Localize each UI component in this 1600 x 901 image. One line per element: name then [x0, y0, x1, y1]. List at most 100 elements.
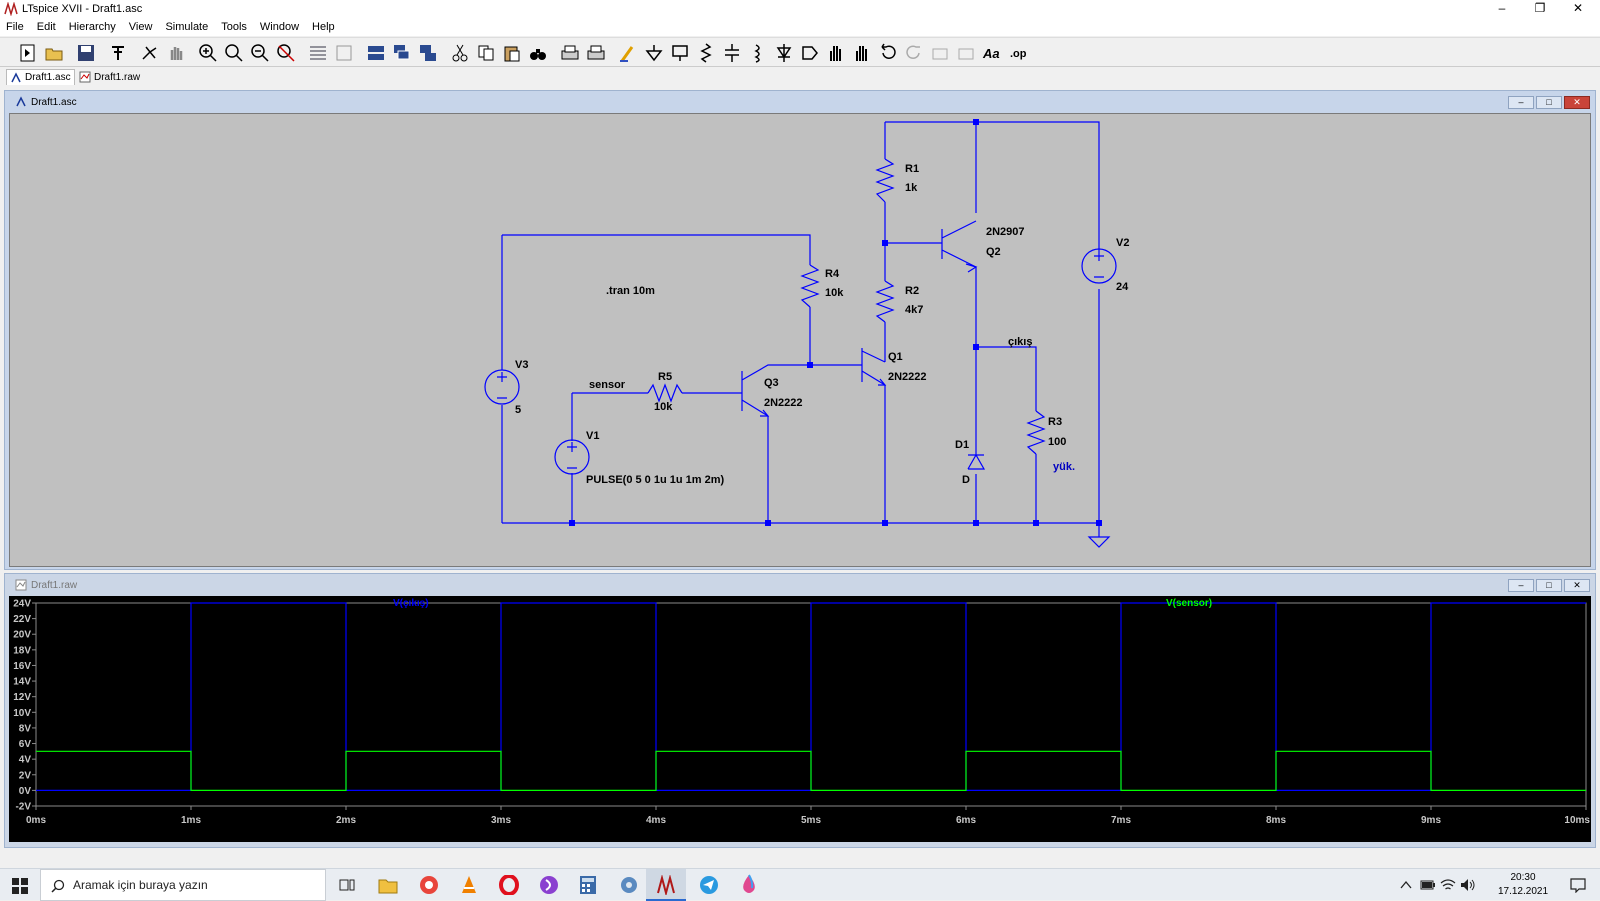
battery-icon[interactable] — [1420, 879, 1436, 891]
window-layout-icon[interactable] — [334, 43, 354, 63]
schematic-minimize-button[interactable]: – — [1508, 96, 1534, 109]
q1-value[interactable]: 2N2222 — [888, 371, 927, 383]
mirror-icon[interactable] — [956, 43, 976, 63]
q3-value[interactable]: 2N2222 — [764, 397, 803, 409]
ltspice-taskbar-button[interactable] — [646, 869, 686, 901]
capacitor-icon[interactable] — [722, 43, 742, 63]
schematic-maximize-button[interactable]: □ — [1536, 96, 1562, 109]
tab-draft1-raw[interactable]: Draft1.raw — [76, 69, 143, 85]
zoom-in-icon[interactable] — [198, 43, 218, 63]
inductor-icon[interactable] — [748, 43, 768, 63]
new-schematic-icon[interactable] — [18, 43, 38, 63]
undo-icon[interactable] — [878, 43, 898, 63]
redo-icon[interactable] — [904, 43, 924, 63]
net-label-sensor[interactable]: sensor — [589, 379, 626, 391]
chevron-up-icon[interactable] — [1400, 880, 1412, 890]
diode-icon[interactable] — [774, 43, 794, 63]
color-picker-icon[interactable] — [739, 874, 759, 896]
drag-icon[interactable] — [852, 43, 872, 63]
ground-icon[interactable] — [644, 43, 664, 63]
component-icon[interactable] — [800, 43, 820, 63]
vlc-icon[interactable] — [459, 875, 479, 895]
print-preview-icon[interactable] — [586, 43, 606, 63]
r5-value[interactable]: 10k — [654, 401, 673, 413]
file-explorer-icon[interactable] — [378, 876, 398, 894]
close-button[interactable]: ✕ — [1572, 1, 1584, 15]
menu-help[interactable]: Help — [312, 21, 335, 33]
waveform-maximize-button[interactable]: □ — [1536, 579, 1562, 592]
notification-icon[interactable] — [1570, 878, 1586, 893]
menu-hierarchy[interactable]: Hierarchy — [68, 21, 116, 33]
task-view-icon[interactable] — [339, 877, 355, 893]
text-icon[interactable]: Aa — [982, 43, 1002, 63]
schematic-canvas[interactable]: R1 1k 2N2907 Q2 V2 24 R4 10k R2 4k7 .tra… — [9, 113, 1591, 567]
d1-name[interactable]: D1 — [955, 439, 969, 451]
menu-edit[interactable]: Edit — [36, 21, 56, 33]
calculator-icon[interactable] — [579, 875, 597, 895]
find-icon[interactable] — [528, 43, 548, 63]
telegram-icon[interactable] — [699, 875, 719, 895]
taskbar-search[interactable]: Aramak için buraya yazın — [40, 869, 326, 901]
r2-value[interactable]: 4k7 — [905, 304, 923, 316]
r2-name[interactable]: R2 — [905, 285, 919, 297]
move-icon[interactable] — [826, 43, 846, 63]
menu-simulate[interactable]: Simulate — [165, 21, 209, 33]
rotate-icon[interactable] — [930, 43, 950, 63]
q2-name[interactable]: Q2 — [986, 246, 1001, 258]
windows-start-icon[interactable] — [12, 878, 28, 894]
app-settings-icon[interactable] — [619, 875, 639, 895]
r3-value[interactable]: 100 — [1048, 436, 1066, 448]
media-app-icon[interactable] — [539, 875, 559, 895]
copy-icon[interactable] — [476, 43, 496, 63]
q1-name[interactable]: Q1 — [888, 351, 903, 363]
zoom-out-icon[interactable] — [250, 43, 270, 63]
cut-icon[interactable] — [450, 43, 470, 63]
open-folder-icon[interactable] — [44, 43, 64, 63]
menu-file[interactable]: File — [6, 21, 24, 33]
spice-directive-icon[interactable]: .op — [1008, 43, 1028, 63]
waveform-minimize-button[interactable]: – — [1508, 579, 1534, 592]
opera-icon[interactable] — [499, 875, 519, 895]
autorange-icon[interactable] — [308, 43, 328, 63]
net-label-yuk[interactable]: yük. — [1053, 461, 1075, 473]
cascade-icon[interactable] — [392, 43, 412, 63]
r1-value[interactable]: 1k — [905, 182, 918, 194]
app-red-icon[interactable] — [419, 875, 439, 895]
waveform-close-button[interactable]: ✕ — [1564, 579, 1590, 592]
r4-value[interactable]: 10k — [825, 287, 844, 299]
minimize-button[interactable]: – — [1498, 1, 1506, 15]
v2-value[interactable]: 24 — [1116, 281, 1129, 293]
menu-tools[interactable]: Tools — [221, 21, 247, 33]
tile-horizontal-icon[interactable] — [366, 43, 386, 63]
tran-directive[interactable]: .tran 10m — [606, 285, 655, 297]
v1-name[interactable]: V1 — [586, 430, 599, 442]
volume-icon[interactable] — [1460, 878, 1476, 892]
q3-name[interactable]: Q3 — [764, 377, 779, 389]
legend-v-cikis[interactable]: V(çıkış) — [393, 598, 429, 609]
menu-view[interactable]: View — [128, 21, 153, 33]
paste-icon[interactable] — [502, 43, 522, 63]
r5-name[interactable]: R5 — [658, 371, 672, 383]
resistor-icon[interactable] — [696, 43, 716, 63]
tile-vertical-icon[interactable] — [418, 43, 438, 63]
net-label-cikis[interactable]: çıkış — [1008, 336, 1032, 348]
menu-window[interactable]: Window — [259, 21, 300, 33]
legend-v-sensor[interactable]: V(sensor) — [1166, 598, 1212, 609]
halt-icon[interactable] — [166, 43, 186, 63]
v2-name[interactable]: V2 — [1116, 237, 1129, 249]
label-net-icon[interactable] — [670, 43, 690, 63]
save-icon[interactable] — [76, 43, 96, 63]
draw-wire-icon[interactable] — [618, 43, 638, 63]
pan-icon[interactable] — [224, 43, 244, 63]
print-icon[interactable] — [560, 43, 580, 63]
r3-name[interactable]: R3 — [1048, 416, 1062, 428]
control-panel-icon[interactable] — [108, 43, 128, 63]
d1-value[interactable]: D — [962, 474, 970, 486]
q2-value[interactable]: 2N2907 — [986, 226, 1025, 238]
schematic-close-button[interactable]: ✕ — [1564, 96, 1590, 109]
r1-name[interactable]: R1 — [905, 163, 919, 175]
restore-button[interactable]: ❐ — [1534, 1, 1546, 15]
zoom-fit-icon[interactable] — [276, 43, 296, 63]
wifi-icon[interactable] — [1440, 878, 1456, 892]
